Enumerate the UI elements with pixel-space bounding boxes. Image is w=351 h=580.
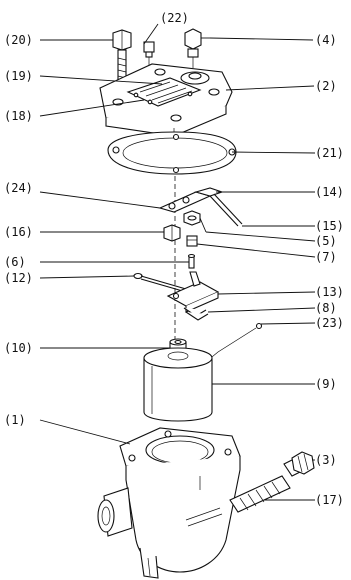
label-24: (24) xyxy=(4,181,33,195)
part-19-nameplate xyxy=(126,77,202,107)
part-3-plug xyxy=(283,451,315,477)
callout-labels: (20) (22) (4) (19) (2) (18) (21) (24) (1… xyxy=(4,11,344,507)
part-6-pin xyxy=(187,253,196,269)
label-20: (20) xyxy=(4,33,33,47)
part-13-lever xyxy=(166,271,220,313)
label-6: (6) xyxy=(4,255,26,269)
label-15: (15) xyxy=(315,219,344,233)
part-12-pin xyxy=(133,272,187,293)
part-5-nut xyxy=(183,210,201,226)
label-2: (2) xyxy=(315,79,337,93)
part-8-clip xyxy=(183,307,209,321)
label-4: (4) xyxy=(315,33,337,47)
label-1: (1) xyxy=(4,413,26,427)
part-7-valve-seat xyxy=(186,235,198,247)
label-14: (14) xyxy=(315,185,344,199)
part-1-body xyxy=(97,427,241,579)
label-3: (3) xyxy=(315,453,337,467)
part-4-cap-nut xyxy=(184,28,202,68)
leader-lines xyxy=(39,23,316,501)
label-23: (23) xyxy=(315,316,344,330)
part-22-plug xyxy=(143,41,155,66)
label-12: (12) xyxy=(4,271,33,285)
label-22: (22) xyxy=(160,11,189,25)
part-16-screw xyxy=(163,224,181,242)
label-18: (18) xyxy=(4,109,33,123)
part-14-bracket xyxy=(158,187,243,227)
label-5: (5) xyxy=(315,234,337,248)
label-7: (7) xyxy=(315,250,337,264)
part-9-float xyxy=(143,347,213,422)
label-10: (10) xyxy=(4,341,33,355)
label-16: (16) xyxy=(4,225,33,239)
label-13: (13) xyxy=(315,285,344,299)
label-8: (8) xyxy=(315,301,337,315)
part-17-screen xyxy=(229,475,291,513)
label-19: (19) xyxy=(4,69,33,83)
label-21: (21) xyxy=(315,146,344,160)
label-17: (17) xyxy=(315,493,344,507)
part-20-bolt xyxy=(112,29,132,89)
part-21-gasket xyxy=(107,131,237,175)
label-9: (9) xyxy=(315,377,337,391)
